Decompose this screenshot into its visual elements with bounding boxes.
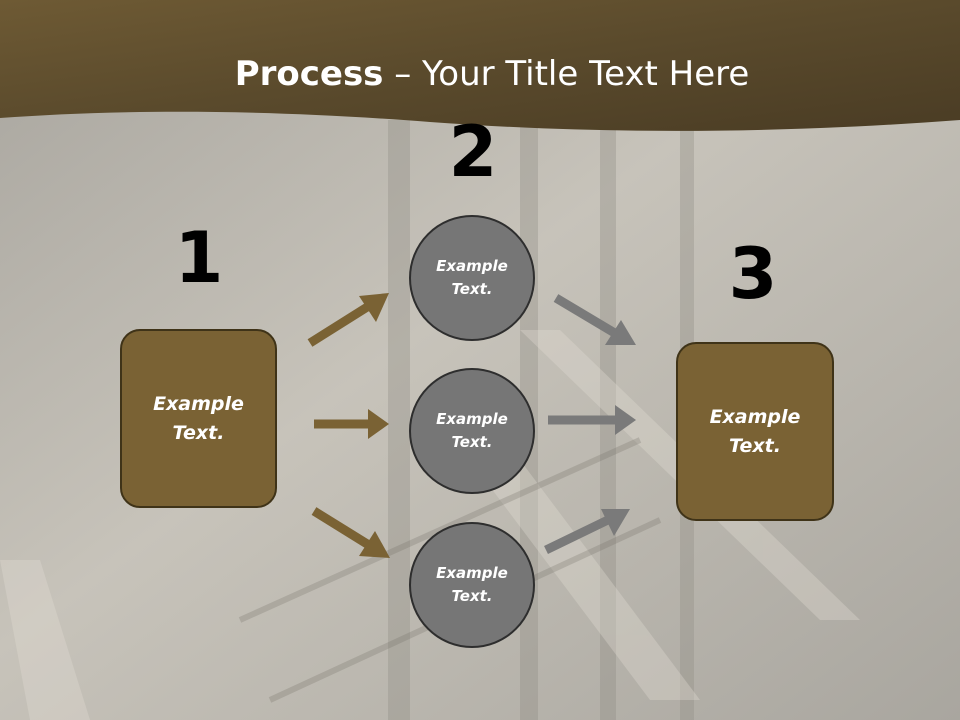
circle-bottom-label: Example Text.	[436, 564, 508, 605]
right-text-box: Example Text.	[676, 342, 834, 521]
circle-bottom: Example Text.	[409, 522, 535, 648]
title-bold: Process	[234, 54, 384, 94]
slide-title: Process – Your Title Text Here	[0, 52, 960, 96]
title-rest: – Your Title Text Here	[383, 54, 750, 94]
circle-middle-label: Example Text.	[436, 410, 508, 451]
step-number-3: 3	[728, 233, 778, 315]
step-number-2: 2	[448, 111, 498, 193]
circle-middle: Example Text.	[409, 368, 535, 494]
left-box-label: Example Text.	[153, 392, 244, 444]
circle-top-label: Example Text.	[436, 257, 508, 298]
left-text-box: Example Text.	[120, 329, 277, 508]
step-number-1: 1	[174, 217, 224, 299]
right-box-label: Example Text.	[709, 405, 801, 457]
circle-top: Example Text.	[409, 215, 535, 341]
